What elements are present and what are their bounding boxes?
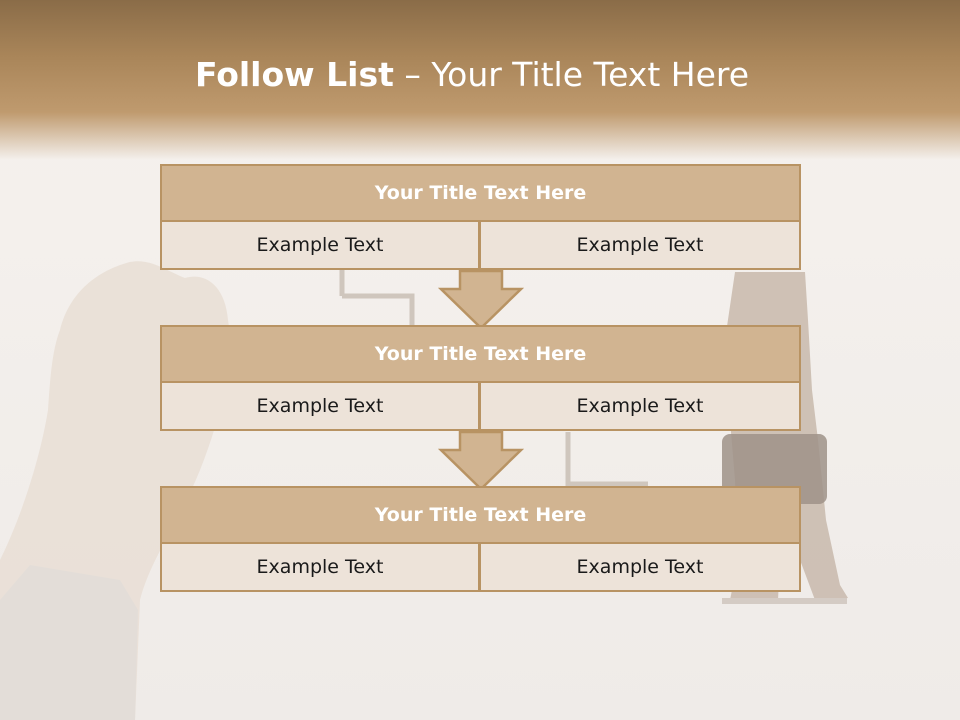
- block-row: Example Text Example Text: [160, 542, 801, 592]
- block-cell-right: Example Text: [479, 381, 801, 431]
- block-cell-left: Example Text: [160, 381, 480, 431]
- block-cell-left: Example Text: [160, 542, 480, 592]
- floor-shadow: [722, 598, 847, 604]
- block-cell-left: Example Text: [160, 220, 480, 270]
- block-title: Your Title Text Here: [160, 325, 801, 383]
- block-row: Example Text Example Text: [160, 220, 801, 270]
- stair-lines: [339, 270, 648, 487]
- list-block: Your Title Text Here Example Text Exampl…: [160, 486, 801, 592]
- sleeve-shape: [0, 565, 138, 720]
- list-block: Your Title Text Here Example Text Exampl…: [160, 325, 801, 431]
- block-title: Your Title Text Here: [160, 486, 801, 544]
- slide-title: Follow List – Your Title Text Here: [0, 55, 944, 94]
- slide-title-bold: Follow List: [194, 55, 394, 94]
- block-cell-right: Example Text: [479, 542, 801, 592]
- slide-title-rest: – Your Title Text Here: [393, 55, 750, 94]
- list-block: Your Title Text Here Example Text Exampl…: [160, 164, 801, 270]
- block-cell-right: Example Text: [479, 220, 801, 270]
- down-arrow-icon: [438, 269, 524, 330]
- down-arrow-icon: [438, 430, 524, 491]
- block-row: Example Text Example Text: [160, 381, 801, 431]
- block-title: Your Title Text Here: [160, 164, 801, 222]
- title-band: [0, 0, 960, 160]
